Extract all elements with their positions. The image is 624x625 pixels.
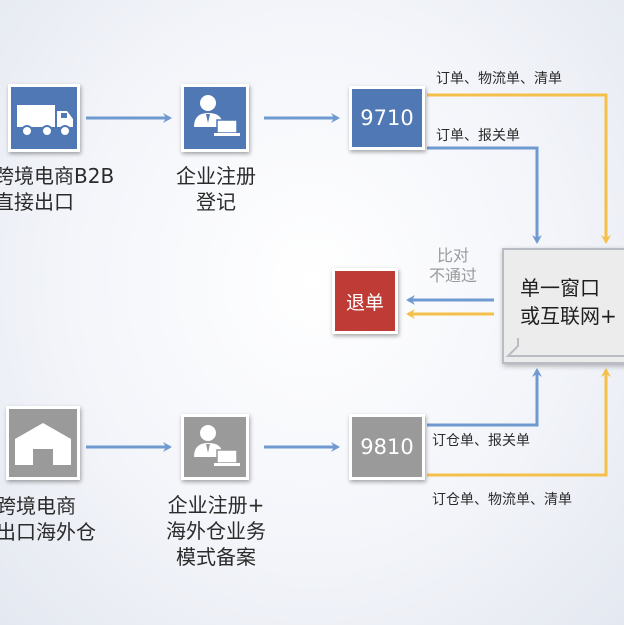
arrow-9710-blue-to-portal — [427, 146, 542, 244]
b2b-export-line1: 跨境电商B2B 直接出口 — [0, 164, 115, 214]
code-9710: 9710 — [360, 106, 414, 130]
reject-label: 退单 — [345, 291, 384, 314]
truck-box — [8, 84, 80, 152]
registration-box-bottom — [181, 414, 249, 480]
truck-icon — [17, 105, 73, 137]
single-window-portal: 单一窗口 或互联网+ — [502, 248, 624, 364]
person-computer-icon — [194, 95, 240, 136]
code-9810: 9810 — [360, 435, 414, 459]
person-computer-icon-bottom — [194, 425, 240, 466]
arrow-9810-yellow-to-portal — [427, 368, 611, 477]
portal-label: 单一窗口 或互联网+ — [520, 276, 617, 328]
top-order-customs-label: 订单、报关单 — [436, 128, 520, 144]
bottom-order-logistics-label: 订仓单、物流单、清单 — [432, 492, 572, 508]
arrow-9810-blue-to-portal — [427, 368, 542, 427]
mismatch-note: 比对 不通过 — [428, 246, 477, 285]
warehouse-icon — [15, 423, 71, 465]
b2b-export-label: 跨境电商B2B 直接出口 — [0, 163, 114, 215]
top-order-logistics-label: 订单、物流单、清单 — [436, 71, 562, 87]
reject-box: 退单 — [332, 268, 398, 334]
warehouse-export-label: 跨境电商 出口海外仓 — [0, 494, 96, 544]
bottom-order-customs-label: 订仓单、报关单 — [432, 433, 530, 449]
registration-label-top: 企业注册 登记 — [176, 164, 256, 214]
code-9810-box: 9810 — [349, 414, 425, 480]
registration-label-bottom: 企业注册+ 海外仓业务 模式备案 — [166, 493, 266, 569]
laptop-icon — [505, 338, 624, 357]
registration-box-top — [181, 84, 249, 152]
code-9710-box: 9710 — [349, 86, 425, 150]
warehouse-box — [6, 406, 80, 480]
arrow-9710-yellow-to-portal — [427, 93, 611, 244]
